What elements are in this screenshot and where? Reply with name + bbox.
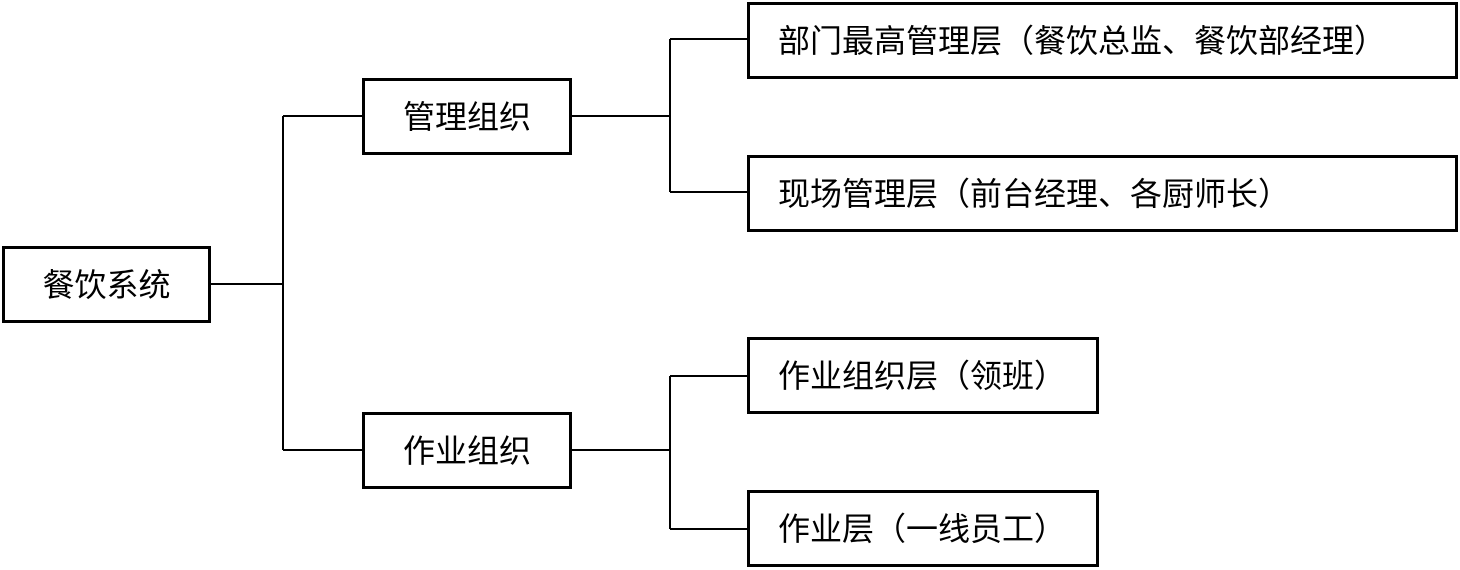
top-management-label: 部门最高管理层（餐饮总监、餐饮部经理） — [778, 21, 1387, 60]
root-node-label: 餐饮系统 — [42, 265, 171, 304]
frontline-staff-node: 作业层（一线员工） — [747, 490, 1099, 567]
management-organization-node: 管理组织 — [362, 78, 572, 155]
field-management-label: 现场管理层（前台经理、各厨师长） — [778, 174, 1291, 213]
root-node: 餐饮系统 — [2, 246, 211, 323]
field-management-node: 现场管理层（前台经理、各厨师长） — [747, 155, 1458, 232]
frontline-staff-label: 作业层（一线员工） — [778, 509, 1067, 548]
operations-lead-node: 作业组织层（领班） — [747, 337, 1099, 414]
management-organization-label: 管理组织 — [402, 97, 531, 136]
operations-lead-label: 作业组织层（领班） — [778, 356, 1067, 395]
top-management-node: 部门最高管理层（餐饮总监、餐饮部经理） — [747, 2, 1458, 79]
operations-organization-node: 作业组织 — [362, 412, 572, 489]
operations-organization-label: 作业组织 — [402, 431, 531, 470]
